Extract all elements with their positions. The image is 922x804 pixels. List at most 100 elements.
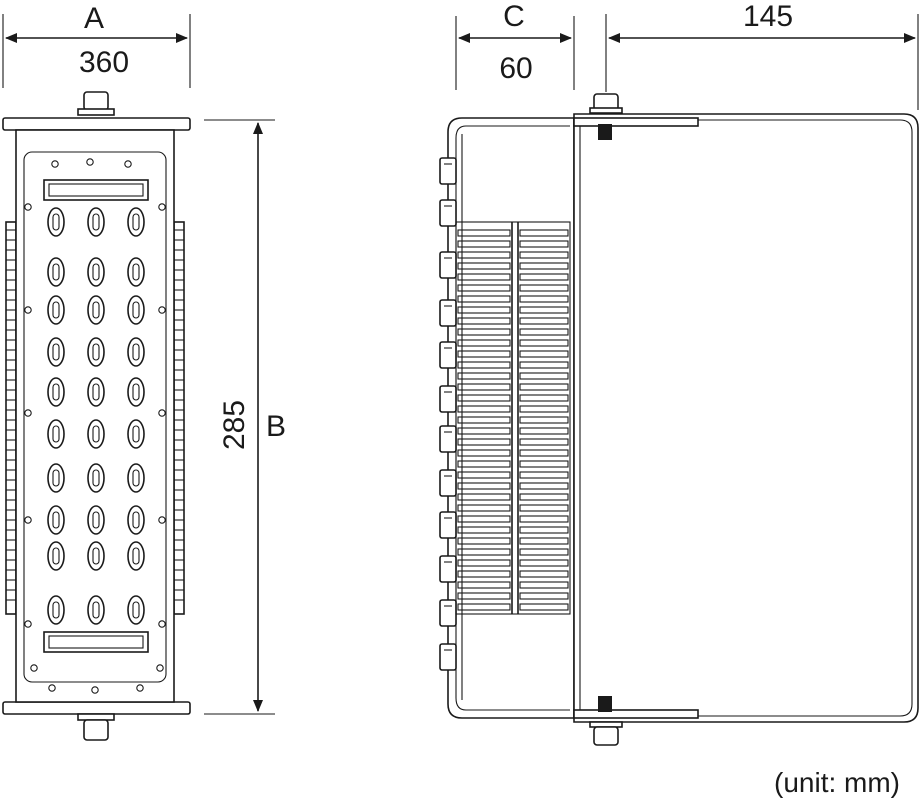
terminal-connector <box>127 257 145 287</box>
top-label-slot <box>43 179 149 201</box>
fin-left <box>457 526 511 534</box>
heat-sink-fins <box>457 229 569 611</box>
fin-right <box>519 559 569 567</box>
terminal-connector-slot <box>132 343 140 361</box>
dimension-c-value: 60 <box>499 52 532 85</box>
screw-hole <box>30 664 38 672</box>
side-top-screw <box>598 124 612 140</box>
fin-right <box>519 394 569 402</box>
side-connector-block <box>439 157 457 185</box>
terminal-connector-slot <box>92 469 100 487</box>
side-connector-block <box>439 643 457 671</box>
terminal-connector-slot <box>92 213 100 231</box>
terminal-connector-slot <box>132 301 140 319</box>
terminal-connector <box>47 541 65 571</box>
fin-right <box>519 306 569 314</box>
top-label-slot-inner <box>48 183 144 197</box>
fin-right <box>519 592 569 600</box>
fin-right <box>519 416 569 424</box>
top-knob-base <box>77 108 115 116</box>
screw-hole <box>24 306 32 314</box>
side-connector-block <box>439 199 457 227</box>
dimension-a-value: 360 <box>79 46 129 79</box>
fin-right <box>519 537 569 545</box>
fin-left <box>457 537 511 545</box>
side-view <box>439 93 919 746</box>
fin-left <box>457 328 511 336</box>
screw-hole <box>158 409 166 417</box>
fin-left <box>457 548 511 556</box>
side-connector-block <box>439 425 457 453</box>
terminal-connector <box>127 419 145 449</box>
terminal-connector <box>47 463 65 493</box>
terminal-connector-slot <box>52 601 60 619</box>
fin-left <box>457 405 511 413</box>
fin-right <box>519 504 569 512</box>
terminal-connector <box>87 463 105 493</box>
terminal-connector <box>127 463 145 493</box>
front-view <box>2 91 191 741</box>
terminal-connector <box>127 337 145 367</box>
terminal-connector <box>47 505 65 535</box>
terminal-connector <box>87 337 105 367</box>
screw-hole <box>51 160 59 168</box>
side-cover-body <box>573 113 919 723</box>
fin-right <box>519 350 569 358</box>
side-top-knob-base <box>589 107 623 114</box>
terminal-connector <box>87 419 105 449</box>
bottom-label-slot-inner <box>48 635 144 649</box>
terminal-connector <box>87 595 105 625</box>
top-knob <box>83 91 109 111</box>
side-connector-block <box>439 469 457 497</box>
screw-hole <box>158 306 166 314</box>
terminal-connector-slot <box>52 263 60 281</box>
dimension-c: C 60 <box>455 0 575 90</box>
screw-hole <box>124 160 132 168</box>
terminal-connector <box>87 541 105 571</box>
side-connector-block <box>439 555 457 583</box>
fin-left <box>457 251 511 259</box>
fin-right <box>519 229 569 237</box>
fin-left <box>457 229 511 237</box>
fin-right <box>519 449 569 457</box>
fin-left <box>457 515 511 523</box>
fin-left <box>457 284 511 292</box>
fin-left <box>457 493 511 501</box>
terminal-connector-slot <box>52 547 60 565</box>
terminal-connector <box>87 257 105 287</box>
fin-left <box>457 603 511 611</box>
fin-right <box>519 284 569 292</box>
side-connector-block <box>439 341 457 369</box>
terminal-connector-slot <box>132 383 140 401</box>
fin-left <box>457 295 511 303</box>
fin-left <box>457 240 511 248</box>
terminal-connector <box>127 295 145 325</box>
terminal-connector-slot <box>132 547 140 565</box>
fin-right <box>519 328 569 336</box>
side-connector-block <box>439 385 457 413</box>
fin-left <box>457 394 511 402</box>
side-cover-inner <box>579 119 913 717</box>
fin-right <box>519 317 569 325</box>
terminal-connector <box>87 295 105 325</box>
fin-right <box>519 383 569 391</box>
side-bottom-screw <box>598 696 612 712</box>
fin-left <box>457 581 511 589</box>
side-back-body <box>447 117 575 719</box>
fin-right <box>519 482 569 490</box>
terminal-connector-slot <box>52 511 60 529</box>
heat-sink <box>455 221 571 615</box>
terminal-connector-slot <box>52 301 60 319</box>
terminal-connector-slot <box>132 213 140 231</box>
fin-right <box>519 405 569 413</box>
terminal-connector <box>47 257 65 287</box>
dimension-b: 285 B <box>204 119 286 715</box>
fin-ticks <box>6 229 184 601</box>
terminal-connector <box>127 595 145 625</box>
fin-left <box>457 570 511 578</box>
front-connectors <box>24 158 166 694</box>
fin-left <box>457 273 511 281</box>
side-connector-blocks <box>439 157 457 671</box>
terminal-connector-slot <box>52 213 60 231</box>
fin-right <box>519 471 569 479</box>
